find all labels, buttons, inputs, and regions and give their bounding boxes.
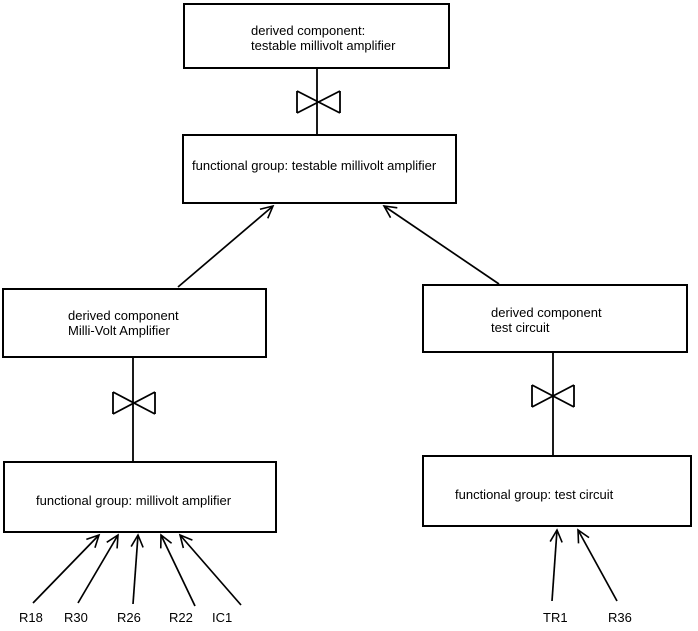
node-derived-mv-line2: Milli-Volt Amplifier — [68, 323, 170, 338]
node-fg-mv-label: functional group: millivolt amplifier — [36, 493, 232, 508]
node-fg-testable-label: functional group: testable millivolt amp… — [192, 158, 437, 173]
node-derived-testable-line2: testable millivolt amplifier — [251, 38, 396, 53]
node-derived-tc-box: derived component test circuit — [422, 284, 688, 353]
arrow-r36 — [577, 528, 618, 602]
node-derived-mv-box: derived component Milli-Volt Amplifier — [2, 288, 267, 358]
node-derived-testable-line1: derived component: — [251, 23, 366, 38]
node-derived-mv-line1: derived component — [68, 308, 179, 323]
arrow-r30 — [77, 533, 119, 604]
node-fg-tc-label: functional group: test circuit — [455, 487, 614, 502]
component-label-tr1: TR1 — [543, 610, 568, 625]
arrow-derived-mv-to-fg-testable — [177, 204, 275, 288]
bowtie-icon-right — [531, 384, 575, 408]
bowtie-icon-top — [296, 90, 341, 114]
component-label-r36: R36 — [608, 610, 632, 625]
arrow-r22 — [159, 533, 196, 607]
arrow-derived-tc-to-fg-testable — [382, 204, 500, 285]
arrow-tr1 — [549, 528, 563, 602]
component-label-r22: R22 — [169, 610, 193, 625]
component-label-r30: R30 — [64, 610, 88, 625]
node-fg-mv-box: functional group: millivolt amplifier — [3, 461, 277, 533]
node-derived-testable-box: derived component: testable millivolt am… — [183, 3, 450, 69]
arrow-r18 — [32, 533, 101, 604]
component-label-r18: R18 — [19, 610, 43, 625]
component-label-ic1: IC1 — [212, 610, 233, 625]
bowtie-icon-left — [112, 391, 156, 415]
component-label-r26: R26 — [117, 610, 141, 625]
node-fg-tc-box: functional group: test circuit — [422, 455, 692, 527]
node-fg-testable-box: functional group: testable millivolt amp… — [182, 134, 457, 204]
arrow-r26 — [130, 533, 144, 605]
node-derived-tc-line2: test circuit — [491, 320, 550, 335]
arrow-ic1 — [178, 533, 242, 606]
node-derived-tc-line1: derived component — [491, 305, 602, 320]
